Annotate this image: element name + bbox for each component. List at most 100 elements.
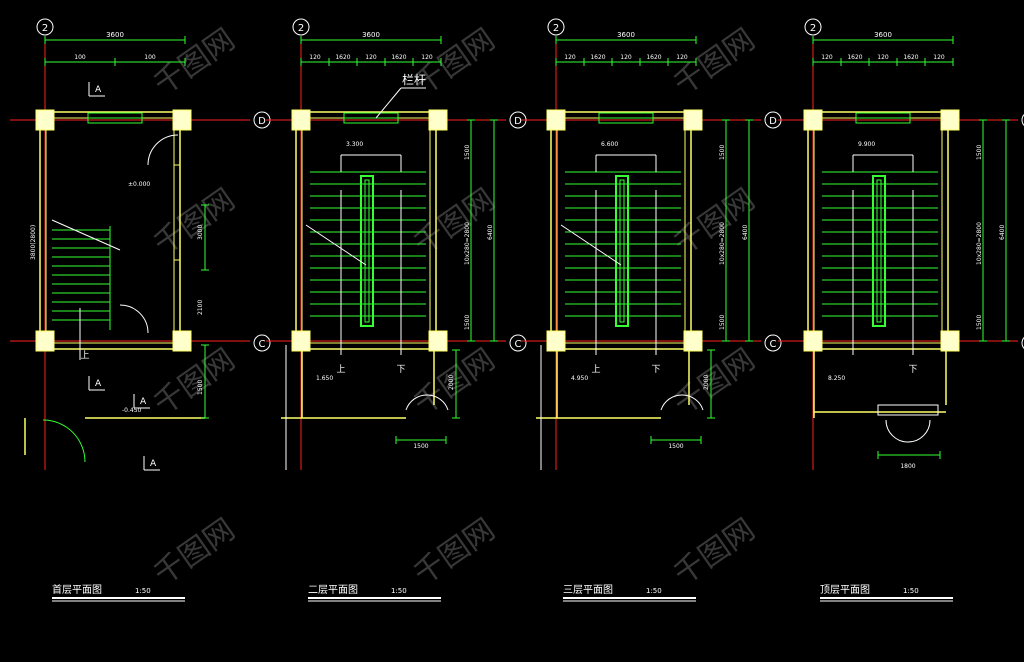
axis-bubble: D bbox=[1021, 113, 1024, 127]
plan-title: 顶层平面图 bbox=[820, 584, 870, 596]
stair-well bbox=[615, 175, 629, 327]
stair-wall-outer bbox=[295, 111, 437, 350]
watermark-layer: 千图网千图网千图网千图网千图网千图网千图网千图网千图网千图网千图网千图网 bbox=[148, 22, 762, 592]
dimension-text: 1500 bbox=[976, 315, 983, 330]
top-subdimension: 1620 bbox=[590, 54, 605, 61]
dimension-text: 10x280=2800 bbox=[976, 222, 983, 265]
dimension-text: 1500 bbox=[464, 145, 471, 160]
axis-bubble-circle bbox=[1021, 336, 1024, 350]
axis-bubble: 2 bbox=[547, 18, 565, 36]
axis-bubble: 2 bbox=[36, 18, 54, 36]
axis-bubble-label: 2 bbox=[298, 23, 304, 34]
top-subdimension: 120 bbox=[421, 54, 433, 61]
axis-bubble-label: 2 bbox=[42, 23, 48, 34]
dimension-text: 1500 bbox=[413, 443, 428, 450]
top-subdimension: 120 bbox=[877, 54, 889, 61]
watermark-text: 千图网 bbox=[668, 512, 762, 592]
elevation-label: 1.650 bbox=[316, 375, 333, 382]
dimension-text: 2100 bbox=[197, 300, 204, 315]
door-swing bbox=[42, 419, 86, 463]
top-subdimension: 1620 bbox=[903, 54, 918, 61]
axis-bubble: C bbox=[253, 334, 271, 352]
dimension-text: 1500 bbox=[464, 315, 471, 330]
stair-direction: 下 bbox=[908, 365, 917, 375]
axis-bubble-circle bbox=[547, 18, 565, 36]
side-window bbox=[173, 164, 181, 261]
stair-wall-inner bbox=[813, 117, 943, 344]
top-subdimension: 120 bbox=[821, 54, 833, 61]
watermark-text: 千图网 bbox=[148, 182, 242, 262]
column bbox=[172, 109, 192, 131]
stair-direction: 下 bbox=[396, 365, 405, 375]
column bbox=[546, 109, 566, 131]
elevation-label: 3.300 bbox=[346, 141, 363, 148]
watermark-text: 千图网 bbox=[148, 512, 242, 592]
axis-bubble-circle bbox=[804, 18, 822, 36]
column bbox=[35, 330, 55, 352]
door-swing bbox=[119, 304, 149, 334]
axis-bubble-label: C bbox=[259, 339, 266, 350]
stair-direction: 上 bbox=[80, 350, 89, 361]
dimension-text: 2000 bbox=[703, 375, 710, 390]
top-subdimension: 100 bbox=[144, 54, 156, 61]
stair-direction: 下 bbox=[651, 365, 660, 375]
total-dimension: 6400 bbox=[487, 225, 494, 240]
axis-bubble-label: D bbox=[769, 116, 777, 127]
watermark-text: 千图网 bbox=[408, 512, 502, 592]
dimension-text: 1500 bbox=[976, 145, 983, 160]
dimension-text: 1500 bbox=[719, 315, 726, 330]
axis-bubble-label: C bbox=[515, 339, 522, 350]
plan-scale: 1:50 bbox=[903, 587, 919, 595]
dimension-text: 10x280=2800 bbox=[719, 222, 726, 265]
top-dimension: 3600 bbox=[106, 31, 124, 39]
spacer bbox=[48, 185, 49, 186]
elevation-label: -0.450 bbox=[122, 407, 142, 414]
column bbox=[940, 330, 960, 352]
dimension-text: 1500 bbox=[668, 443, 683, 450]
axis-bubble-label: C bbox=[770, 339, 777, 350]
stair-wall-outer bbox=[807, 111, 949, 350]
axis-bubble: 2 bbox=[804, 18, 822, 36]
watermark-text: 千图网 bbox=[668, 182, 762, 262]
dimension-text: 1500 bbox=[719, 145, 726, 160]
plan-scale: 1:50 bbox=[135, 587, 151, 595]
axis-bubble-label: 2 bbox=[553, 23, 559, 34]
column bbox=[291, 330, 311, 352]
watermark-text: 千图网 bbox=[148, 342, 242, 422]
axis-bubble-circle bbox=[36, 18, 54, 36]
column bbox=[940, 109, 960, 131]
axis-bubble-label: D bbox=[258, 116, 266, 127]
column bbox=[428, 109, 448, 131]
break-line bbox=[51, 219, 121, 251]
column bbox=[546, 330, 566, 352]
elevation-label: 9.900 bbox=[858, 141, 875, 148]
plan-floor-top: 2DC360012016201201620120下9.9008.25015001… bbox=[778, 18, 1024, 602]
stair-wall-inner bbox=[556, 117, 686, 344]
column bbox=[291, 109, 311, 131]
top-subdimension: 120 bbox=[564, 54, 576, 61]
plan-scale: 1:50 bbox=[391, 587, 407, 595]
top-dimension: 3600 bbox=[617, 31, 635, 39]
top-subdimension: 1620 bbox=[646, 54, 661, 61]
axis-bubble: 2 bbox=[292, 18, 310, 36]
top-subdimension: 1620 bbox=[847, 54, 862, 61]
door-swing bbox=[885, 419, 909, 443]
section-label: A bbox=[140, 397, 147, 407]
axis-bubble: C bbox=[764, 334, 782, 352]
section-label: A bbox=[150, 459, 157, 469]
stair-wall-outer bbox=[550, 111, 692, 350]
door-swing bbox=[427, 394, 449, 411]
top-subdimension: 120 bbox=[620, 54, 632, 61]
column bbox=[683, 330, 703, 352]
top-subdimension: 120 bbox=[309, 54, 321, 61]
elevation-label: ±0.000 bbox=[128, 181, 150, 188]
top-subdimension: 1620 bbox=[335, 54, 350, 61]
dimension-text: 2000 bbox=[448, 375, 455, 390]
dimension-text: 1800 bbox=[900, 463, 915, 470]
axis-bubble-label: 2 bbox=[810, 23, 816, 34]
left-dimension: 3800(2800) bbox=[30, 225, 37, 260]
